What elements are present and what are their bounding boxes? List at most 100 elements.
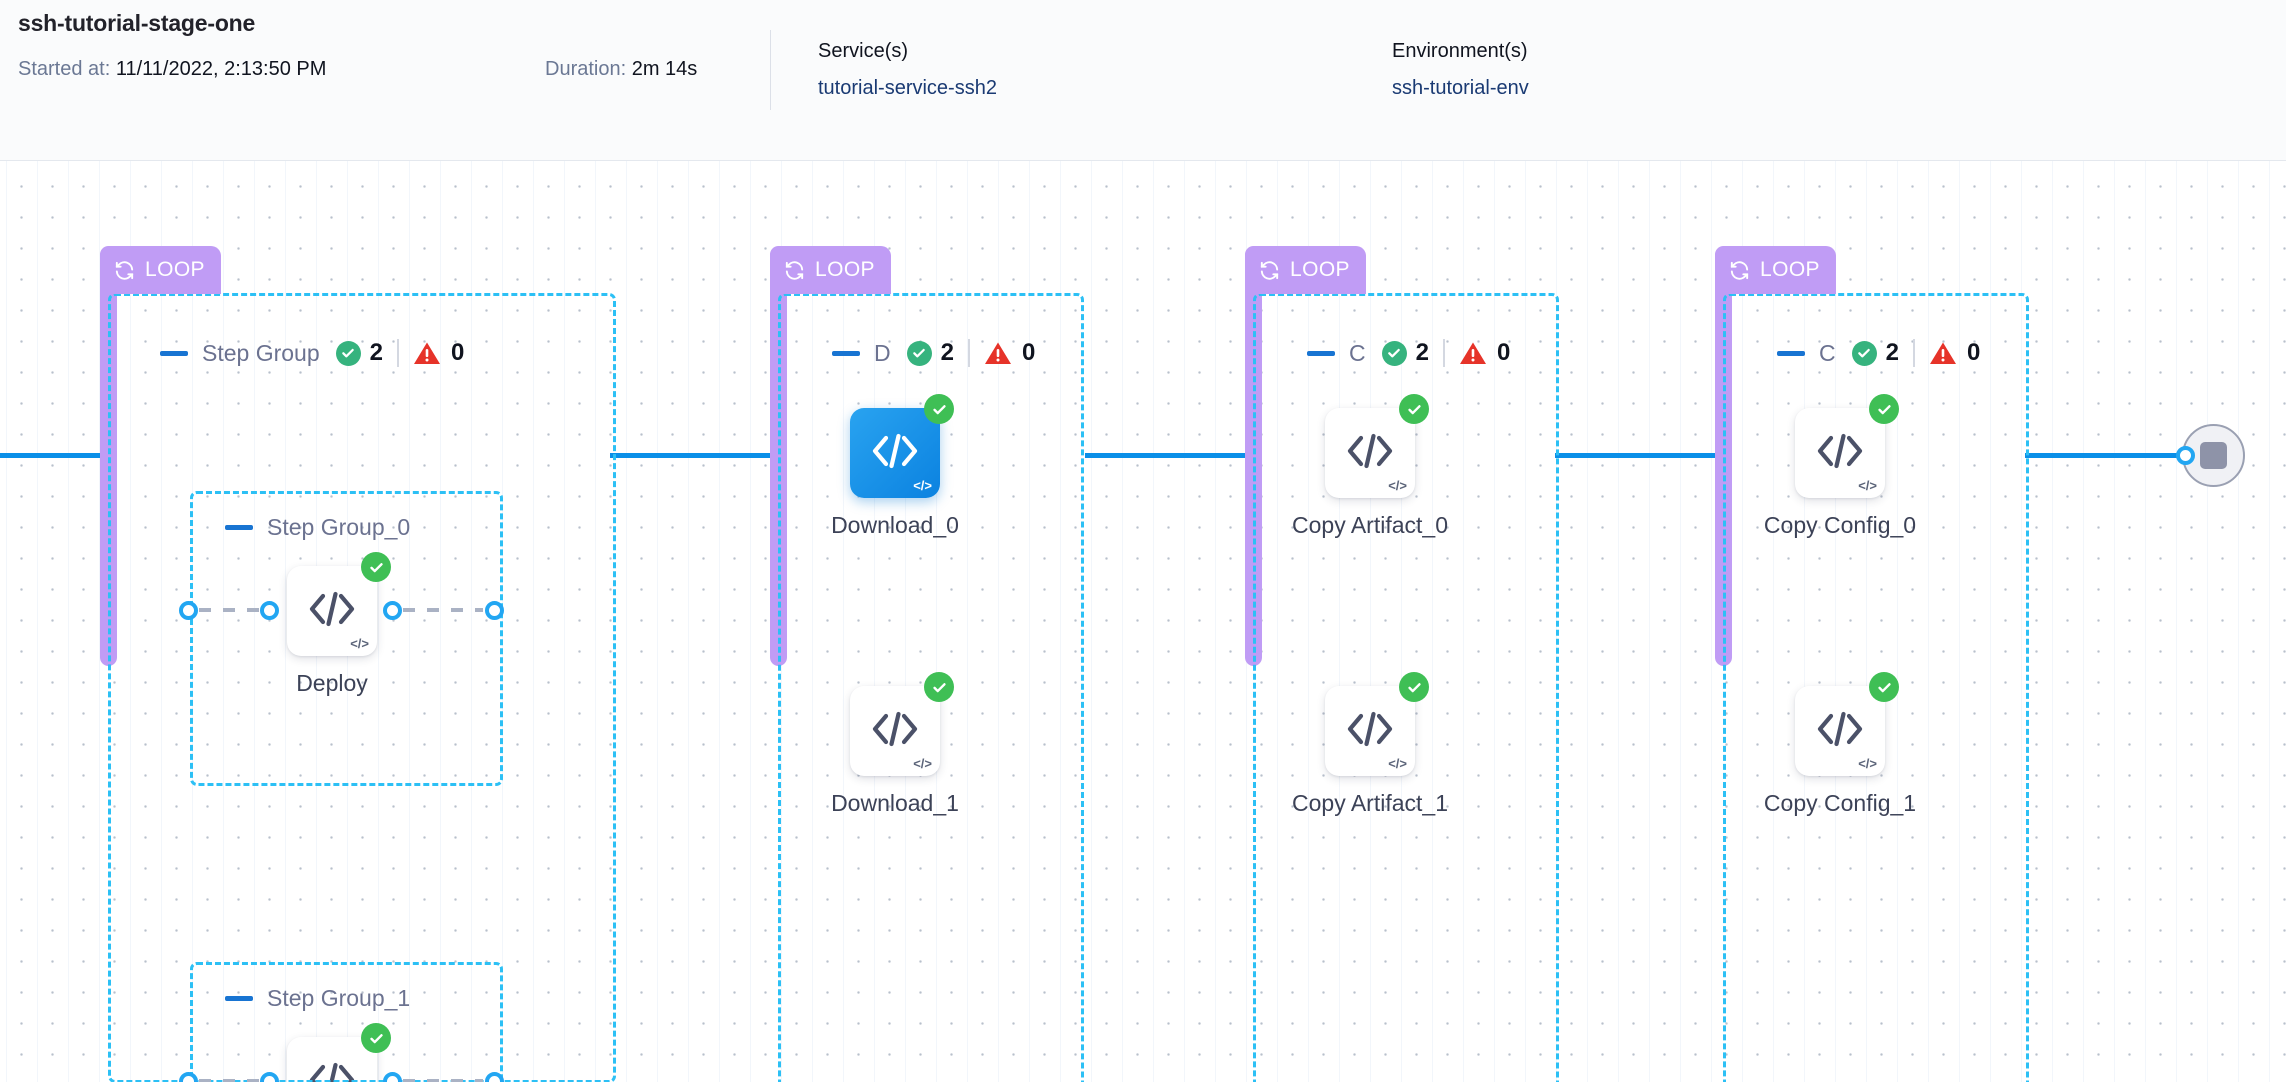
environments-value[interactable]: ssh-tutorial-env — [1392, 77, 1529, 99]
loop-group-copy-config[interactable]: LOOP C 2 0 — [1715, 246, 2033, 1082]
connector-dot-right-outer[interactable] — [485, 1072, 504, 1082]
loop-icon — [783, 259, 806, 282]
duration-value: 2m 14s — [631, 58, 698, 80]
loop-badge[interactable]: LOOP — [100, 246, 221, 294]
connector-dot-node-in[interactable] — [260, 601, 279, 620]
node-step-group-1-step[interactable]: </> — [287, 1023, 391, 1082]
loop-badge[interactable]: LOOP — [770, 246, 891, 294]
collapse-minus-icon[interactable] — [832, 350, 860, 356]
node-box[interactable]: </> — [1325, 394, 1429, 498]
execution-header: ssh-tutorial-stage-one Started at: 11/11… — [0, 0, 2286, 161]
services-label: Service(s) — [818, 40, 909, 62]
node-status-success-icon — [1399, 394, 1429, 424]
code-icon — [1344, 708, 1396, 755]
subgroup-header-step-group-0[interactable]: Step Group_0 — [225, 514, 426, 541]
dashed-link-right — [403, 608, 483, 612]
connector-dot-left-outer[interactable] — [179, 1072, 198, 1082]
collapse-minus-icon[interactable] — [160, 350, 188, 356]
group-header-copy-config[interactable]: C 2 0 — [1777, 339, 1980, 367]
node-label: Download_0 — [831, 512, 959, 538]
shell-script-corner-icon: </> — [1388, 756, 1407, 771]
loop-icon — [1728, 259, 1751, 282]
failure-count: 0 — [1966, 339, 1981, 366]
subgroup-step-group-0[interactable]: Step Group_0 </> — [179, 491, 504, 786]
group-header-step-group[interactable]: Step Group 2 0 — [160, 339, 464, 367]
node-label: Deploy — [296, 670, 368, 696]
pipeline-graph-canvas[interactable]: LOOP Step Group 2 0 — [0, 161, 2286, 1082]
collapse-minus-icon[interactable] — [225, 525, 253, 530]
connector-dot-node-in[interactable] — [260, 1072, 279, 1082]
node-copy-config-0[interactable]: </> Copy Config_0 — [1764, 394, 1916, 538]
shell-script-corner-icon: </> — [1388, 478, 1407, 493]
node-status-success-icon — [924, 672, 954, 702]
loop-badge-label: LOOP — [1290, 258, 1350, 281]
end-node-connector-dot[interactable] — [2176, 446, 2195, 465]
node-label: Copy Config_1 — [1763, 790, 1917, 816]
check-circle-icon — [906, 340, 932, 366]
group-header-download[interactable]: D 2 0 — [832, 339, 1035, 367]
header-divider — [770, 30, 771, 110]
rail-segment-start — [0, 453, 110, 458]
node-status-success-icon — [1399, 672, 1429, 702]
loop-badge[interactable]: LOOP — [1715, 246, 1836, 294]
warning-triangle-icon — [1459, 341, 1487, 366]
count-divider — [1442, 339, 1445, 367]
code-icon — [1814, 430, 1866, 477]
node-box[interactable]: </> — [287, 552, 391, 656]
collapse-minus-icon[interactable] — [225, 996, 253, 1001]
connector-dot-left-outer[interactable] — [179, 601, 198, 620]
loop-group-download[interactable]: LOOP D 2 0 — [770, 246, 1088, 1082]
services-value[interactable]: tutorial-service-ssh2 — [818, 77, 997, 99]
node-box[interactable]: </> — [1795, 394, 1899, 498]
loop-badge[interactable]: LOOP — [1245, 246, 1366, 294]
node-deploy[interactable]: </> Deploy — [287, 552, 391, 696]
end-node[interactable] — [2182, 424, 2245, 487]
connector-dot-node-out[interactable] — [383, 601, 402, 620]
check-circle-icon — [1381, 340, 1407, 366]
collapse-minus-icon[interactable] — [1307, 350, 1335, 356]
node-download-1[interactable]: </> Download_1 — [831, 672, 959, 816]
connector-dot-right-outer[interactable] — [485, 601, 504, 620]
node-label: Download_1 — [831, 790, 959, 816]
success-count: 2 — [1415, 339, 1429, 366]
shell-script-corner-icon: </> — [1858, 478, 1877, 493]
connector-dot-node-out[interactable] — [383, 1072, 402, 1082]
count-divider — [967, 339, 970, 367]
group-boundary — [778, 293, 1084, 1082]
subgroup-step-group-1[interactable]: Step Group_1 </> — [179, 962, 504, 1082]
services-block: Service(s) tutorial-service-ssh2 — [818, 40, 997, 100]
environments-block: Environment(s) ssh-tutorial-env — [1392, 40, 1529, 100]
code-icon — [869, 430, 921, 477]
rail-segment-1 — [610, 453, 770, 458]
node-box[interactable]: </> — [1795, 672, 1899, 776]
failure-count: 0 — [1496, 339, 1511, 366]
group-header-copy-artifact[interactable]: C 2 0 — [1307, 339, 1510, 367]
node-box[interactable]: </> — [850, 672, 954, 776]
started-at: Started at: 11/11/2022, 2:13:50 PM — [18, 58, 326, 81]
failure-count: 0 — [451, 339, 465, 366]
loop-icon — [113, 259, 136, 282]
node-copy-artifact-0[interactable]: </> Copy Artifact_0 — [1292, 394, 1448, 538]
subgroup-header-step-group-1[interactable]: Step Group_1 — [225, 985, 426, 1012]
node-label: Copy Artifact_1 — [1292, 790, 1448, 816]
check-circle-icon — [335, 340, 361, 366]
shell-script-corner-icon: </> — [350, 636, 369, 651]
environments-label: Environment(s) — [1392, 40, 1528, 62]
node-download-0[interactable]: </> Download_0 — [831, 394, 959, 538]
warning-triangle-icon — [413, 341, 441, 366]
loop-group-step-group[interactable]: LOOP Step Group 2 0 — [100, 246, 620, 1082]
node-box[interactable]: </> — [850, 394, 954, 498]
rail-segment-2 — [1085, 453, 1245, 458]
group-boundary — [108, 293, 616, 1082]
node-box[interactable]: </> — [1325, 672, 1429, 776]
rail-segment-3 — [1555, 453, 1715, 458]
collapse-minus-icon[interactable] — [1777, 350, 1805, 356]
node-copy-config-1[interactable]: </> Copy Config_1 — [1764, 672, 1916, 816]
node-status-success-icon — [924, 394, 954, 424]
node-status-success-icon — [361, 1023, 391, 1053]
warning-triangle-icon — [984, 341, 1012, 366]
node-copy-artifact-1[interactable]: </> Copy Artifact_1 — [1292, 672, 1448, 816]
stop-square-icon — [2200, 442, 2227, 469]
loop-group-copy-artifact[interactable]: LOOP C 2 0 — [1245, 246, 1563, 1082]
node-box[interactable]: </> — [287, 1023, 391, 1082]
